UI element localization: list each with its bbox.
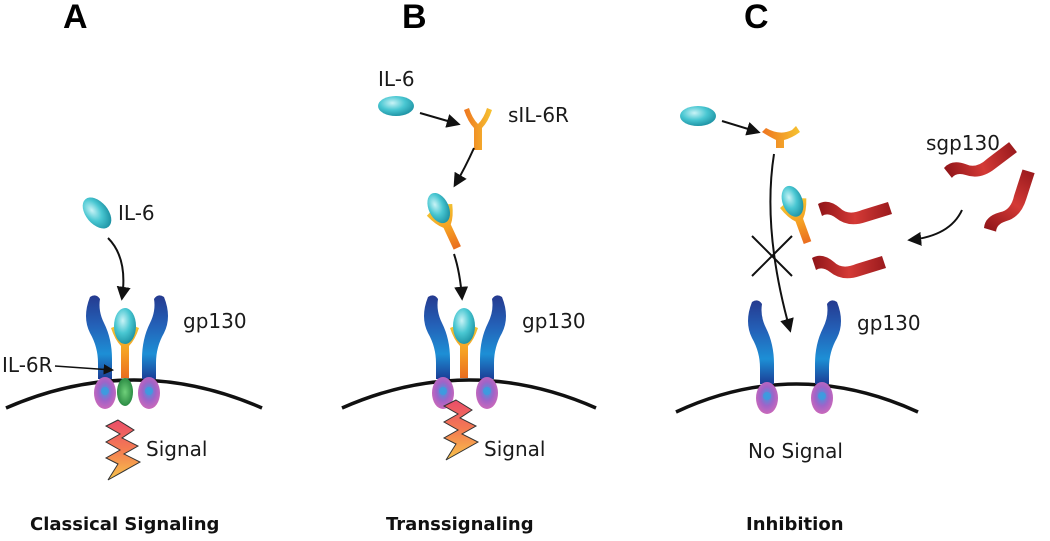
panel-a-letter: A <box>63 0 88 36</box>
inhibition-arrow <box>907 209 963 246</box>
panel-a-caption: Classical Signaling <box>30 514 219 535</box>
il6r-pointer <box>54 364 115 375</box>
cell-membrane <box>675 382 919 414</box>
panel-c: C sgp130 gp130 No Signal Inhibit <box>675 0 1044 535</box>
gp130-chain-left <box>86 295 116 409</box>
gp130-label: gp130 <box>183 309 247 333</box>
block-cross <box>751 235 793 277</box>
panel-c-letter: C <box>744 0 769 36</box>
signal-label: Signal <box>146 437 207 461</box>
il6-ligand <box>680 106 716 126</box>
gp130-chain-left <box>424 295 454 409</box>
bound-il6 <box>114 308 136 344</box>
il6-ligand <box>82 197 112 229</box>
binding-arrow <box>453 253 469 301</box>
complex-arrow <box>453 147 475 188</box>
panel-b: B IL-6 sIL-6R gp130 Signal Transsignalin… <box>341 0 597 535</box>
sgp130-label: sgp130 <box>926 131 1000 155</box>
sgp130-chain-bound-upper <box>818 201 892 225</box>
il6-label: IL-6 <box>118 201 155 225</box>
cell-membrane <box>341 378 597 410</box>
signal-bolt <box>443 399 479 461</box>
sil6r-receptor <box>464 108 492 150</box>
sil6r-label: sIL-6R <box>508 103 569 127</box>
signal-bolt <box>105 419 141 481</box>
gp130-label: gp130 <box>522 309 586 333</box>
panel-a: A IL-6 gp130 IL-6R Signal Classical Sign… <box>2 0 263 535</box>
gp130-chain-right <box>476 295 506 409</box>
sgp130-free-lower <box>982 166 1044 240</box>
sil6r-receptor <box>762 126 800 148</box>
panel-b-caption: Transsignaling <box>386 514 534 535</box>
binding-arrow <box>107 237 131 301</box>
gp130-chain-right <box>138 295 168 409</box>
il6r-anchor <box>117 378 133 406</box>
bound-il6 <box>453 308 475 344</box>
blocked-arrow <box>769 153 794 333</box>
il6r-label: IL-6R <box>2 353 53 377</box>
gp130-label: gp130 <box>857 311 921 335</box>
gp130-chain-right <box>811 300 841 414</box>
il6-sil6r-complex <box>780 185 812 245</box>
panel-c-caption: Inhibition <box>746 514 844 535</box>
panel-b-letter: B <box>402 0 427 36</box>
il6-sil6r-complex <box>426 192 461 250</box>
no-signal-label: No Signal <box>748 439 843 463</box>
sgp130-chain-bound-lower <box>812 255 886 279</box>
il6-ligand <box>378 96 414 116</box>
gp130-chain-left <box>748 300 778 414</box>
binding-arrow <box>419 112 461 128</box>
il6-label: IL-6 <box>378 67 415 91</box>
binding-arrow <box>721 120 761 136</box>
signal-label: Signal <box>484 437 545 461</box>
cell-membrane <box>5 378 263 410</box>
